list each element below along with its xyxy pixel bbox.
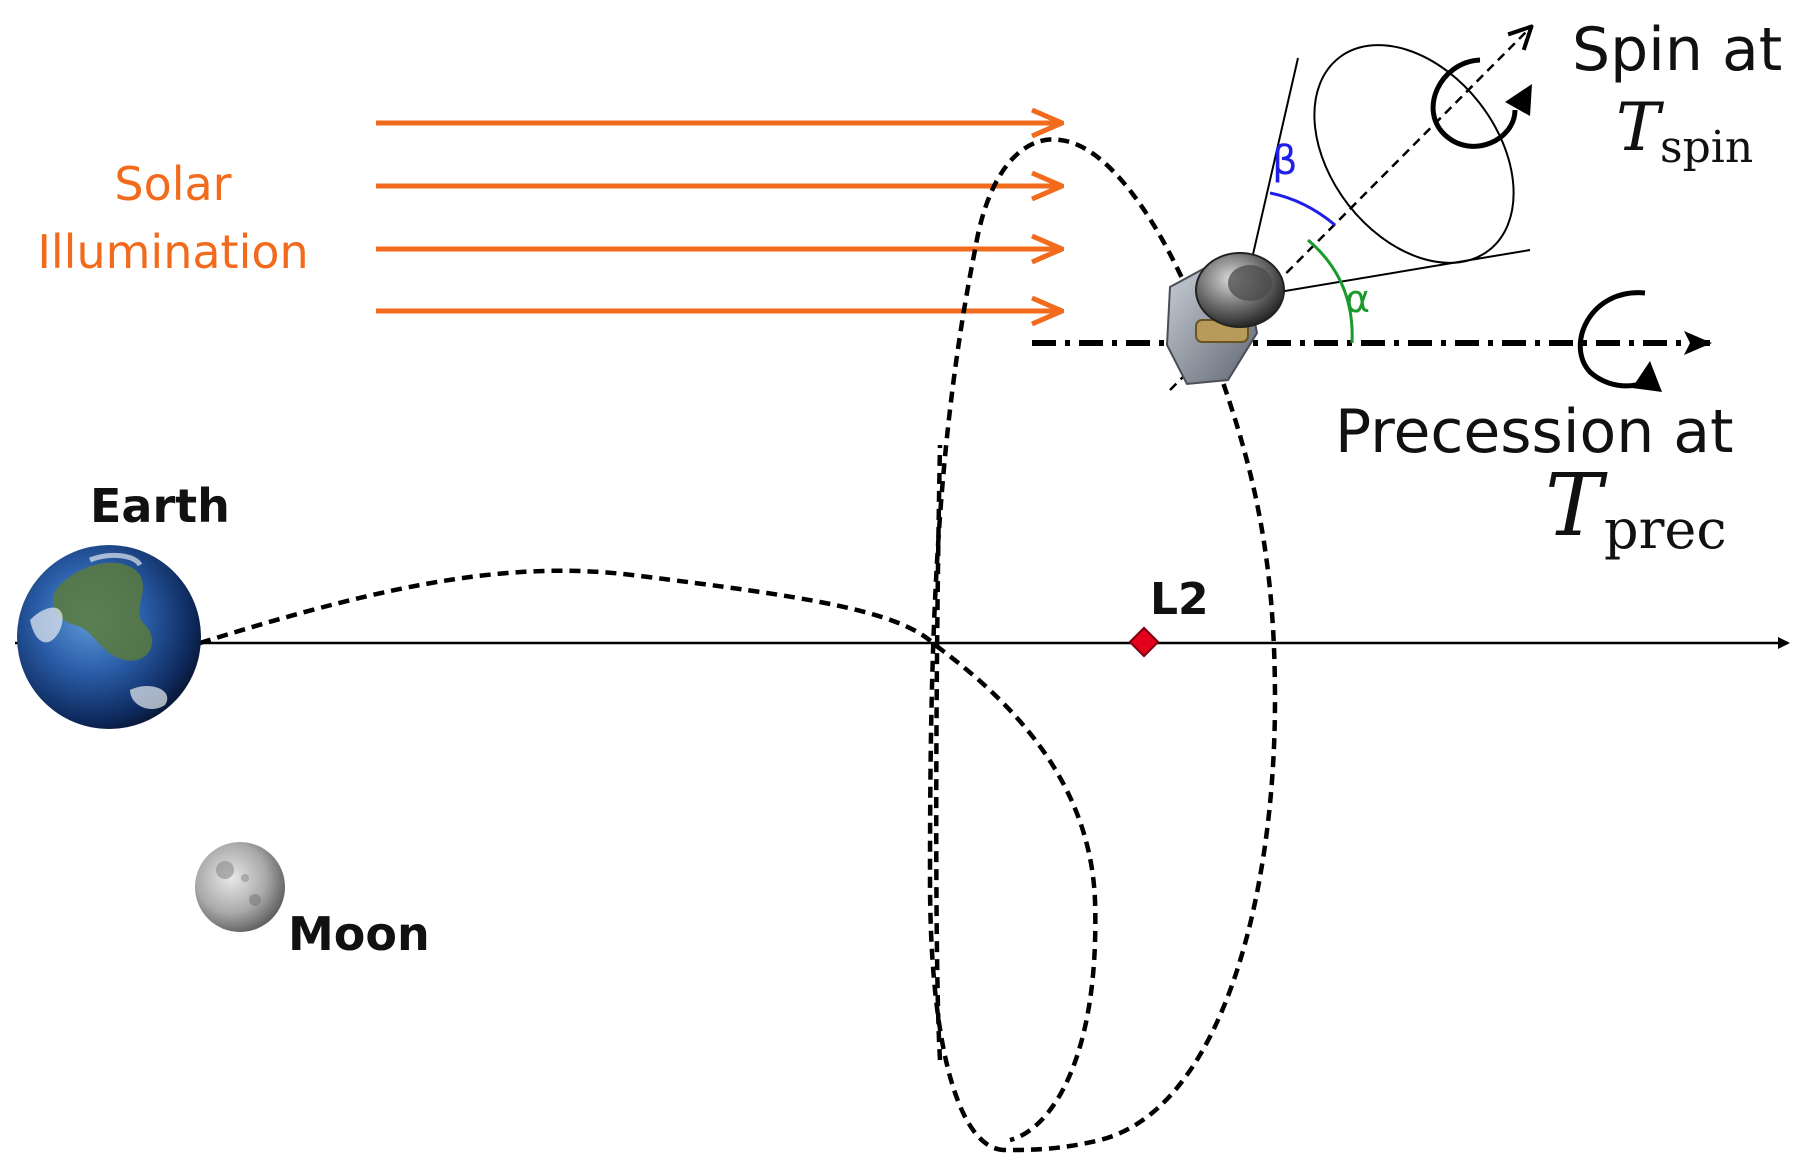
- spacecraft-icon: [1165, 252, 1285, 386]
- precession-rotation-icon: [1577, 290, 1662, 392]
- earth-label: Earth: [90, 479, 230, 533]
- alpha-label: α: [1345, 277, 1370, 321]
- moon-label: Moon: [288, 907, 430, 961]
- spin-period-label: T spin: [1616, 89, 1753, 173]
- alpha-angle-arc: [1307, 238, 1354, 344]
- halo-orbit: [927, 137, 1278, 1153]
- halo-orbit-inner: [934, 444, 943, 1061]
- moon-icon: [195, 842, 285, 932]
- spin-period-T: T: [1616, 89, 1665, 166]
- precession-period-T: T: [1545, 456, 1608, 556]
- beta-label: β: [1272, 138, 1298, 184]
- spin-axis: [1169, 28, 1530, 391]
- spin-label-line1: Spin at: [1572, 15, 1782, 85]
- beta-angle-arc: [1269, 191, 1336, 227]
- precession-label-line1: Precession at: [1335, 397, 1734, 467]
- solar-label-line1: Solar: [114, 157, 231, 211]
- precession-period-label: T prec: [1545, 456, 1727, 561]
- transfer-trajectory: [199, 568, 1098, 1143]
- l2-label: L2: [1150, 574, 1209, 625]
- solar-label-line2: Illumination: [37, 225, 308, 279]
- earth-globe-icon: [17, 545, 201, 729]
- solar-illumination-arrows: [376, 123, 1060, 311]
- precession-period-sub: prec: [1604, 498, 1727, 561]
- spin-period-sub: spin: [1660, 122, 1753, 173]
- l2-marker: [1128, 626, 1160, 658]
- spin-rotation-icon: [1430, 57, 1532, 149]
